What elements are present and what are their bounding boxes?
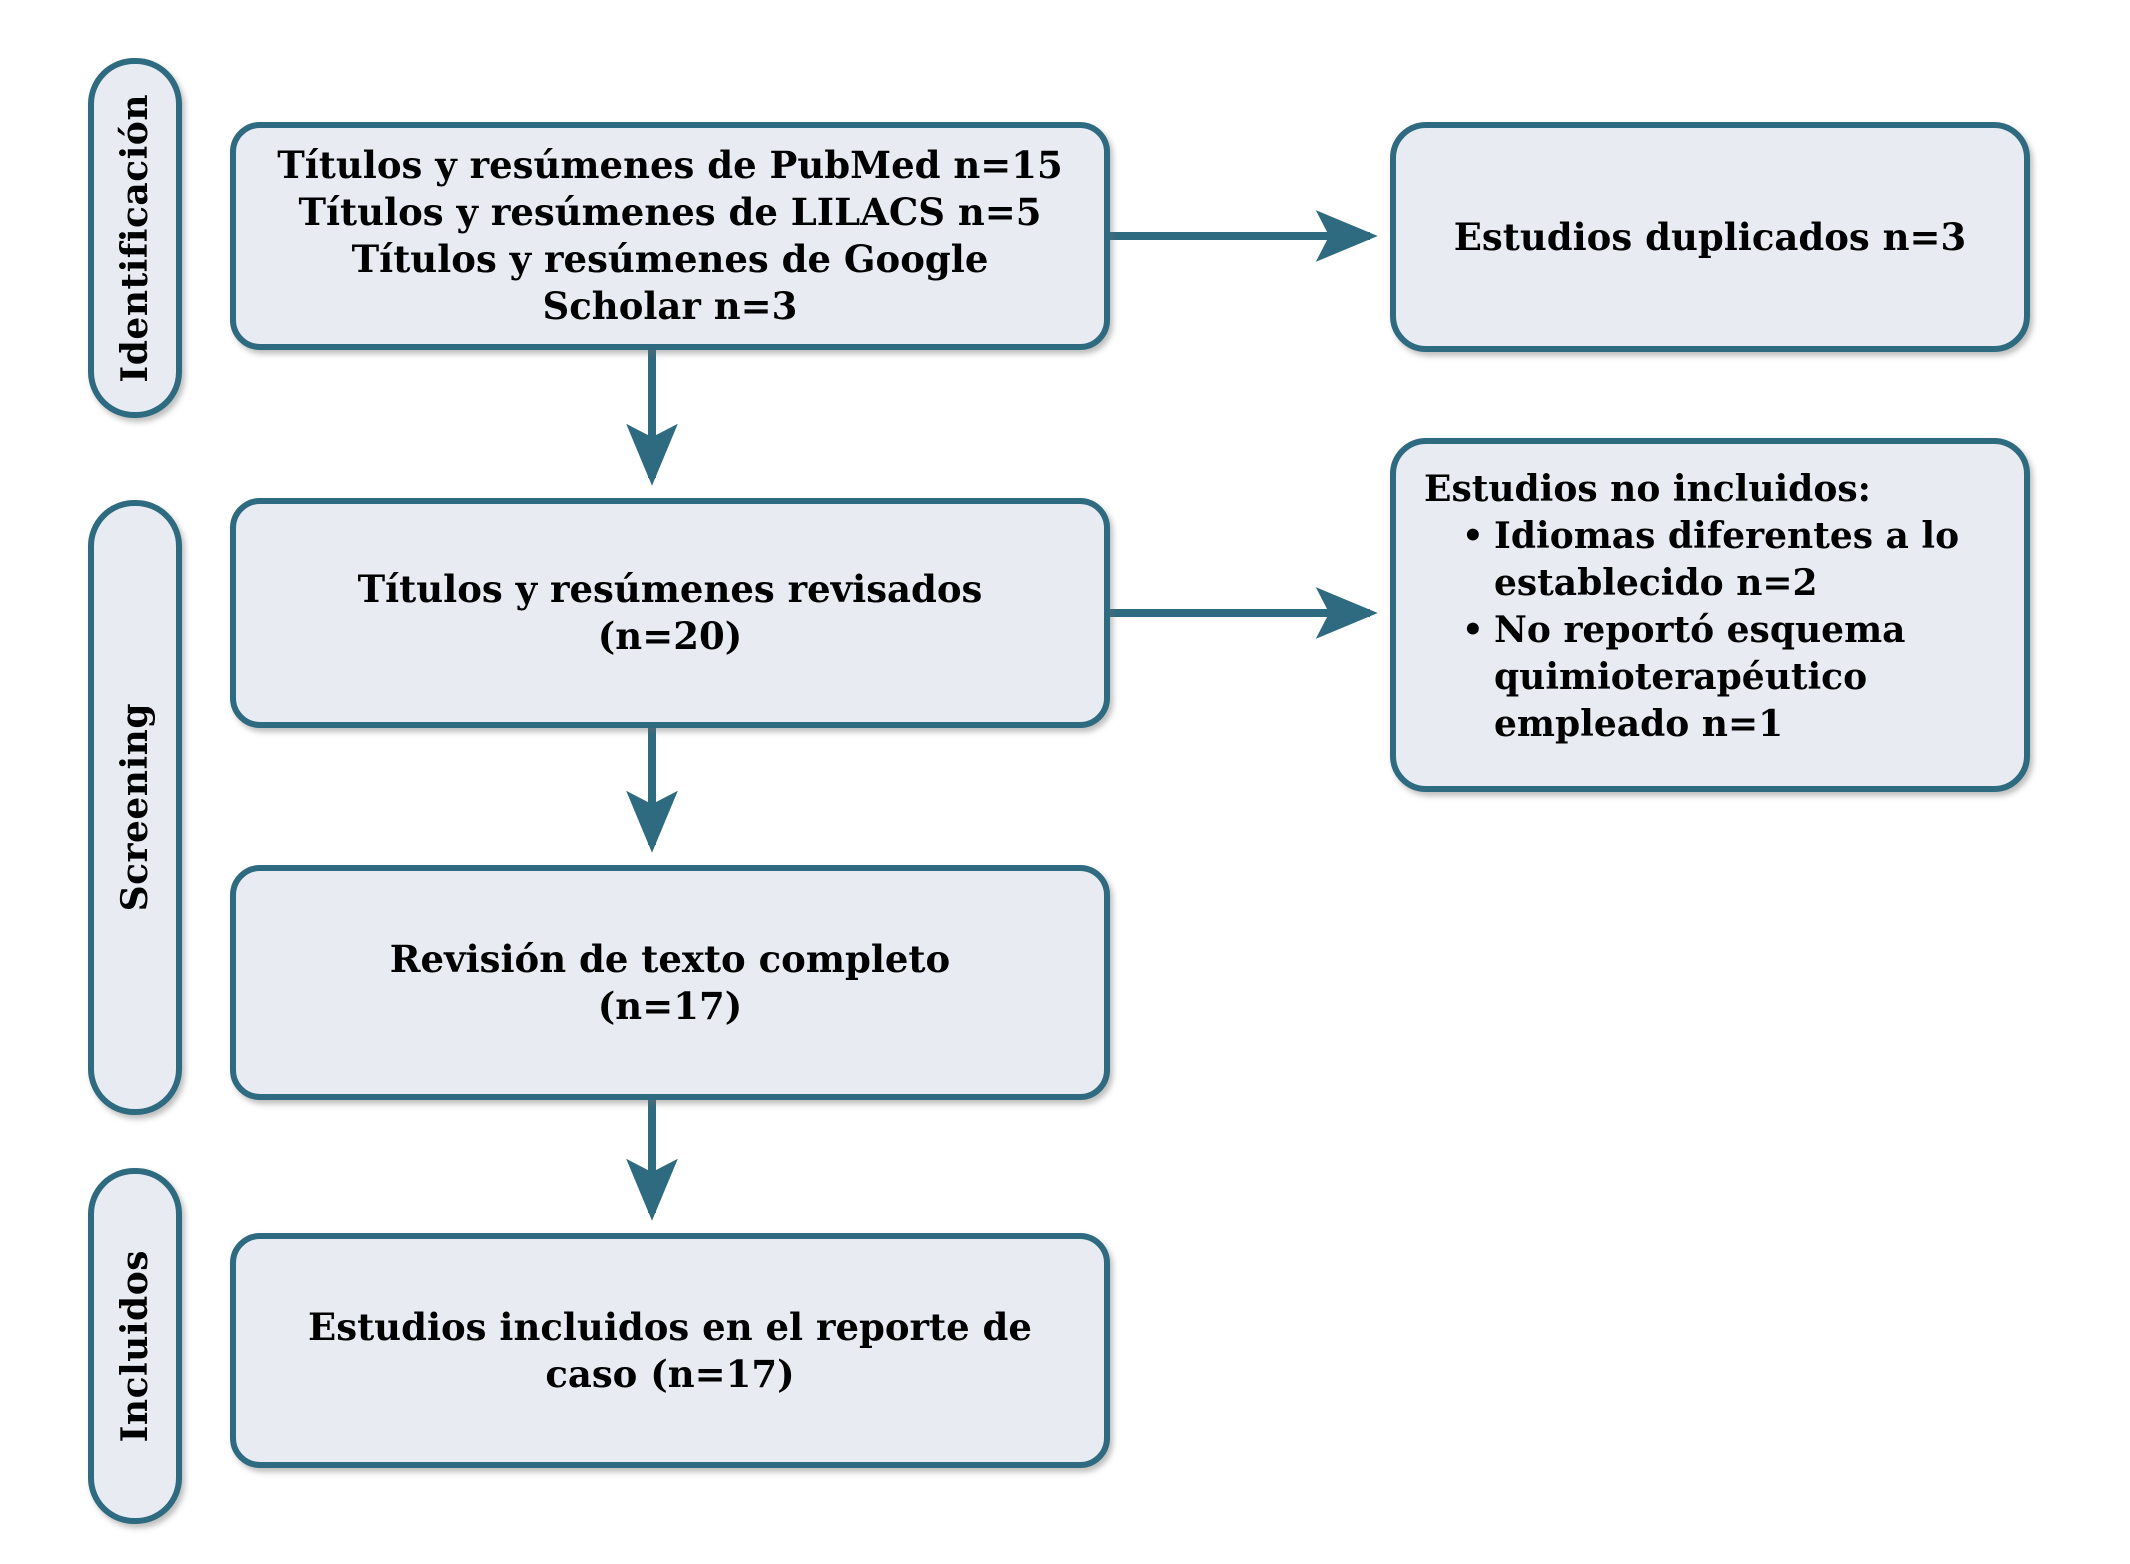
- excluded-list: • Idiomas diferentes a lo establecido n=…: [1424, 513, 2004, 748]
- side-box-excluded: Estudios no incluidos: • Idiomas diferen…: [1390, 438, 2030, 792]
- stage-pill-incluidos: Incluidos: [88, 1168, 182, 1524]
- bullet-icon: •: [1462, 610, 1484, 650]
- flow-box-identification-sources: Títulos y resúmenes de PubMed n=15 Títul…: [230, 122, 1110, 350]
- stage-label-incluidos: Incluidos: [114, 1249, 156, 1443]
- excluded-item: • Idiomas diferentes a lo establecido n=…: [1462, 513, 2004, 607]
- excluded-item-text: Idiomas diferentes a lo establecido n=2: [1494, 515, 1960, 604]
- flow-box-fulltext-review: Revisión de texto completo (n=17): [230, 865, 1110, 1100]
- flow-box-line: Títulos y resúmenes revisados: [357, 567, 983, 611]
- excluded-item: • No reportó esquema quimioterapéutico e…: [1462, 607, 2004, 748]
- stage-pill-screening: Screening: [88, 500, 182, 1115]
- flow-box-line: Títulos y resúmenes de PubMed n=15: [277, 143, 1063, 187]
- flow-box-line: (n=20): [597, 614, 743, 658]
- flow-box-line: Estudios incluidos en el reporte de: [308, 1304, 1032, 1349]
- flow-box-line: Títulos y resúmenes de LILACS n=5: [298, 190, 1042, 234]
- flow-box-line: caso (n=17): [545, 1351, 795, 1396]
- flow-box-line: Títulos y resúmenes de Google: [351, 237, 989, 281]
- stage-pill-identificacion: Identificación: [88, 58, 182, 418]
- flow-box-titles-reviewed: Títulos y resúmenes revisados (n=20): [230, 498, 1110, 728]
- stage-label-screening: Screening: [114, 703, 156, 912]
- bullet-icon: •: [1462, 516, 1484, 556]
- excluded-title: Estudios no incluidos:: [1424, 468, 1871, 510]
- duplicates-label: Estudios duplicados n=3: [1453, 215, 1967, 259]
- stage-label-identificacion: Identificación: [114, 93, 156, 383]
- side-box-duplicates: Estudios duplicados n=3: [1390, 122, 2030, 352]
- flow-box-line: Revisión de texto completo: [389, 936, 951, 981]
- flow-box-included-studies: Estudios incluidos en el reporte de caso…: [230, 1233, 1110, 1468]
- excluded-item-text: No reportó esquema quimioterapéutico emp…: [1494, 609, 1906, 745]
- flow-box-line: Scholar n=3: [542, 284, 798, 328]
- flow-box-line: (n=17): [597, 983, 743, 1028]
